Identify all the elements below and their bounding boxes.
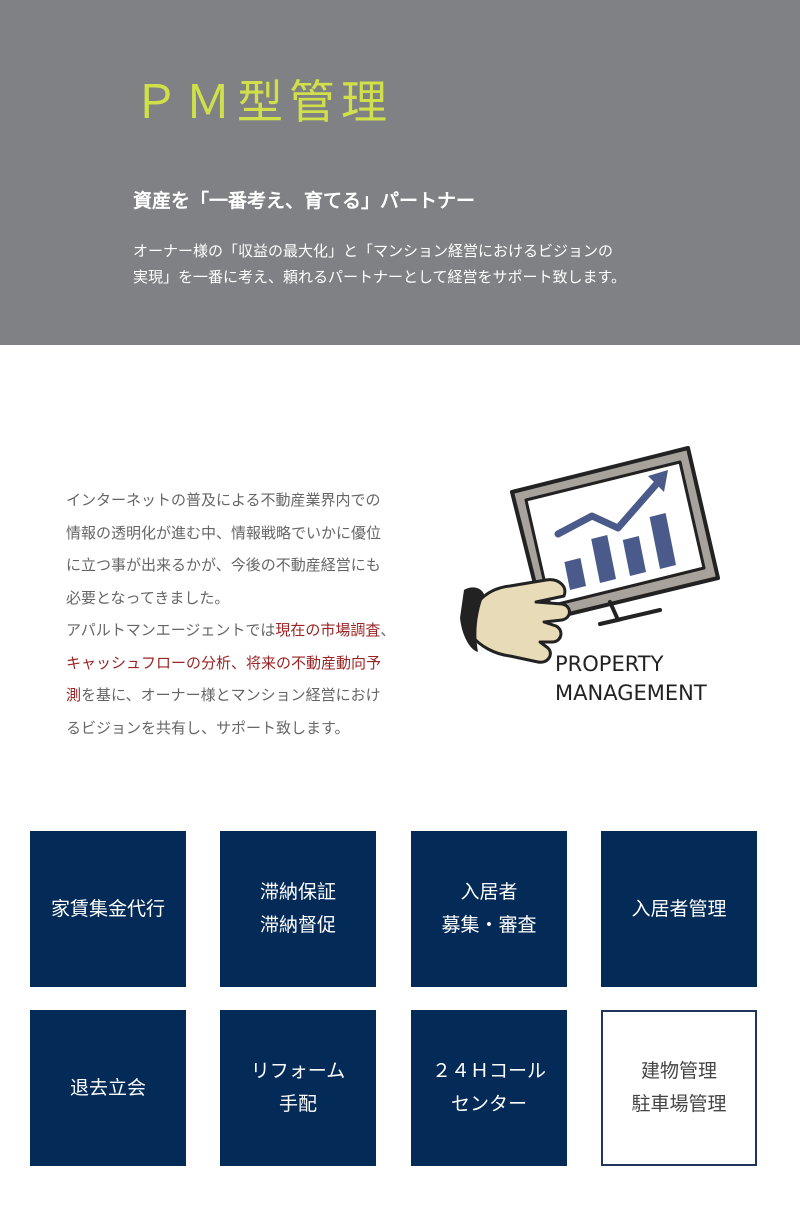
intro-text-plain: 、	[380, 621, 396, 639]
chart-bar	[622, 536, 646, 576]
intro-line: に立つ事が出来るかが、今後の不動産経営にも	[66, 556, 381, 574]
service-tile-label: 手配	[278, 1093, 317, 1115]
bar-chart-icon	[564, 513, 676, 590]
intro-highlight: 測	[66, 686, 82, 704]
intro-line: 測を基に、オーナー様とマンション経営におけ	[66, 679, 446, 712]
service-tile-label: 募集・審査	[441, 914, 537, 936]
service-tile-rent-collection[interactable]: 家賃集金代行	[30, 831, 186, 987]
service-tile-call-center[interactable]: ２４Ｈコール センター	[411, 1010, 567, 1166]
service-tile-move-out[interactable]: 退去立会	[30, 1010, 186, 1166]
service-tile-label: 建物管理	[640, 1060, 717, 1082]
service-tile-label: センター	[450, 1093, 527, 1115]
service-tile-label: 駐車場管理	[631, 1093, 727, 1115]
property-management-illustration	[460, 446, 720, 664]
service-tile-label: 入居者	[460, 881, 518, 903]
service-tile-label: 家賃集金代行	[50, 897, 165, 920]
intro-highlight: 現在の市場調査	[275, 621, 381, 639]
service-tile-building-management[interactable]: 建物管理 駐車場管理	[601, 1010, 757, 1166]
intro-line: 情報の透明化が進む中、情報戦略でいかに優位	[66, 523, 382, 542]
chart-bar	[649, 513, 676, 569]
intro-text-plain: アパルトマンエージェントでは	[66, 621, 276, 639]
pm-label-line: MANAGEMENT	[555, 681, 707, 705]
chart-bar	[564, 558, 586, 590]
trend-arrow-icon	[554, 476, 664, 538]
hand-holding-icon	[460, 578, 571, 664]
service-tile-tenant-management[interactable]: 入居者管理	[601, 831, 757, 987]
intro-line: インターネットの普及による不動産業界内での	[66, 491, 381, 509]
page-title: ＰＭ型管理	[133, 75, 393, 129]
intro-text: インターネットの普及による不動産業界内での 情報の透明化が進む中、情報戦略でいか…	[66, 484, 446, 744]
hero-description: オーナー様の「収益の最大化」と「マンション経営におけるビジョンの 実現」を一番に…	[133, 238, 753, 290]
service-tile-tenant-recruitment[interactable]: 入居者 募集・審査	[411, 831, 567, 987]
arrow-head-icon	[648, 470, 668, 492]
service-tile-label: 滞納督促	[259, 914, 336, 936]
service-tile-label: ２４Ｈコール	[431, 1060, 546, 1082]
service-tile-label: 滞納保証	[259, 881, 336, 903]
service-tile-label: 入居者管理	[631, 897, 727, 920]
service-tile-arrears[interactable]: 滞納保証 滞納督促	[220, 831, 376, 987]
intro-line: アパルトマンエージェントでは現在の市場調査、	[66, 614, 446, 647]
intro-highlight: キャッシュフローの分析、将来の不動産動向予	[66, 653, 382, 672]
service-tile-label: 退去立会	[69, 1076, 146, 1099]
hero-subtitle: 資産を「一番考え、育てる」パートナー	[133, 190, 476, 212]
service-tile-reform[interactable]: リフォーム 手配	[220, 1010, 376, 1166]
service-tile-label: リフォーム	[250, 1060, 346, 1082]
hero-desc-line: 実現」を一番に考え、頼れるパートナーとして経営をサポート致します。	[133, 268, 627, 286]
intro-text-plain: を基に、オーナー様とマンション経営におけ	[81, 686, 381, 704]
hero-banner: ＰＭ型管理 資産を「一番考え、育てる」パートナー オーナー様の「収益の最大化」と…	[0, 0, 800, 345]
property-management-label: PROPERTY MANAGEMENT	[555, 650, 707, 708]
hero-desc-line: オーナー様の「収益の最大化」と「マンション経営におけるビジョンの	[133, 242, 614, 260]
pm-label-line: PROPERTY	[555, 652, 664, 676]
intro-line: 必要となってきました。	[66, 588, 230, 607]
intro-line: るビジョンを共有し、サポート致します。	[66, 718, 350, 737]
chart-bar	[591, 535, 616, 583]
